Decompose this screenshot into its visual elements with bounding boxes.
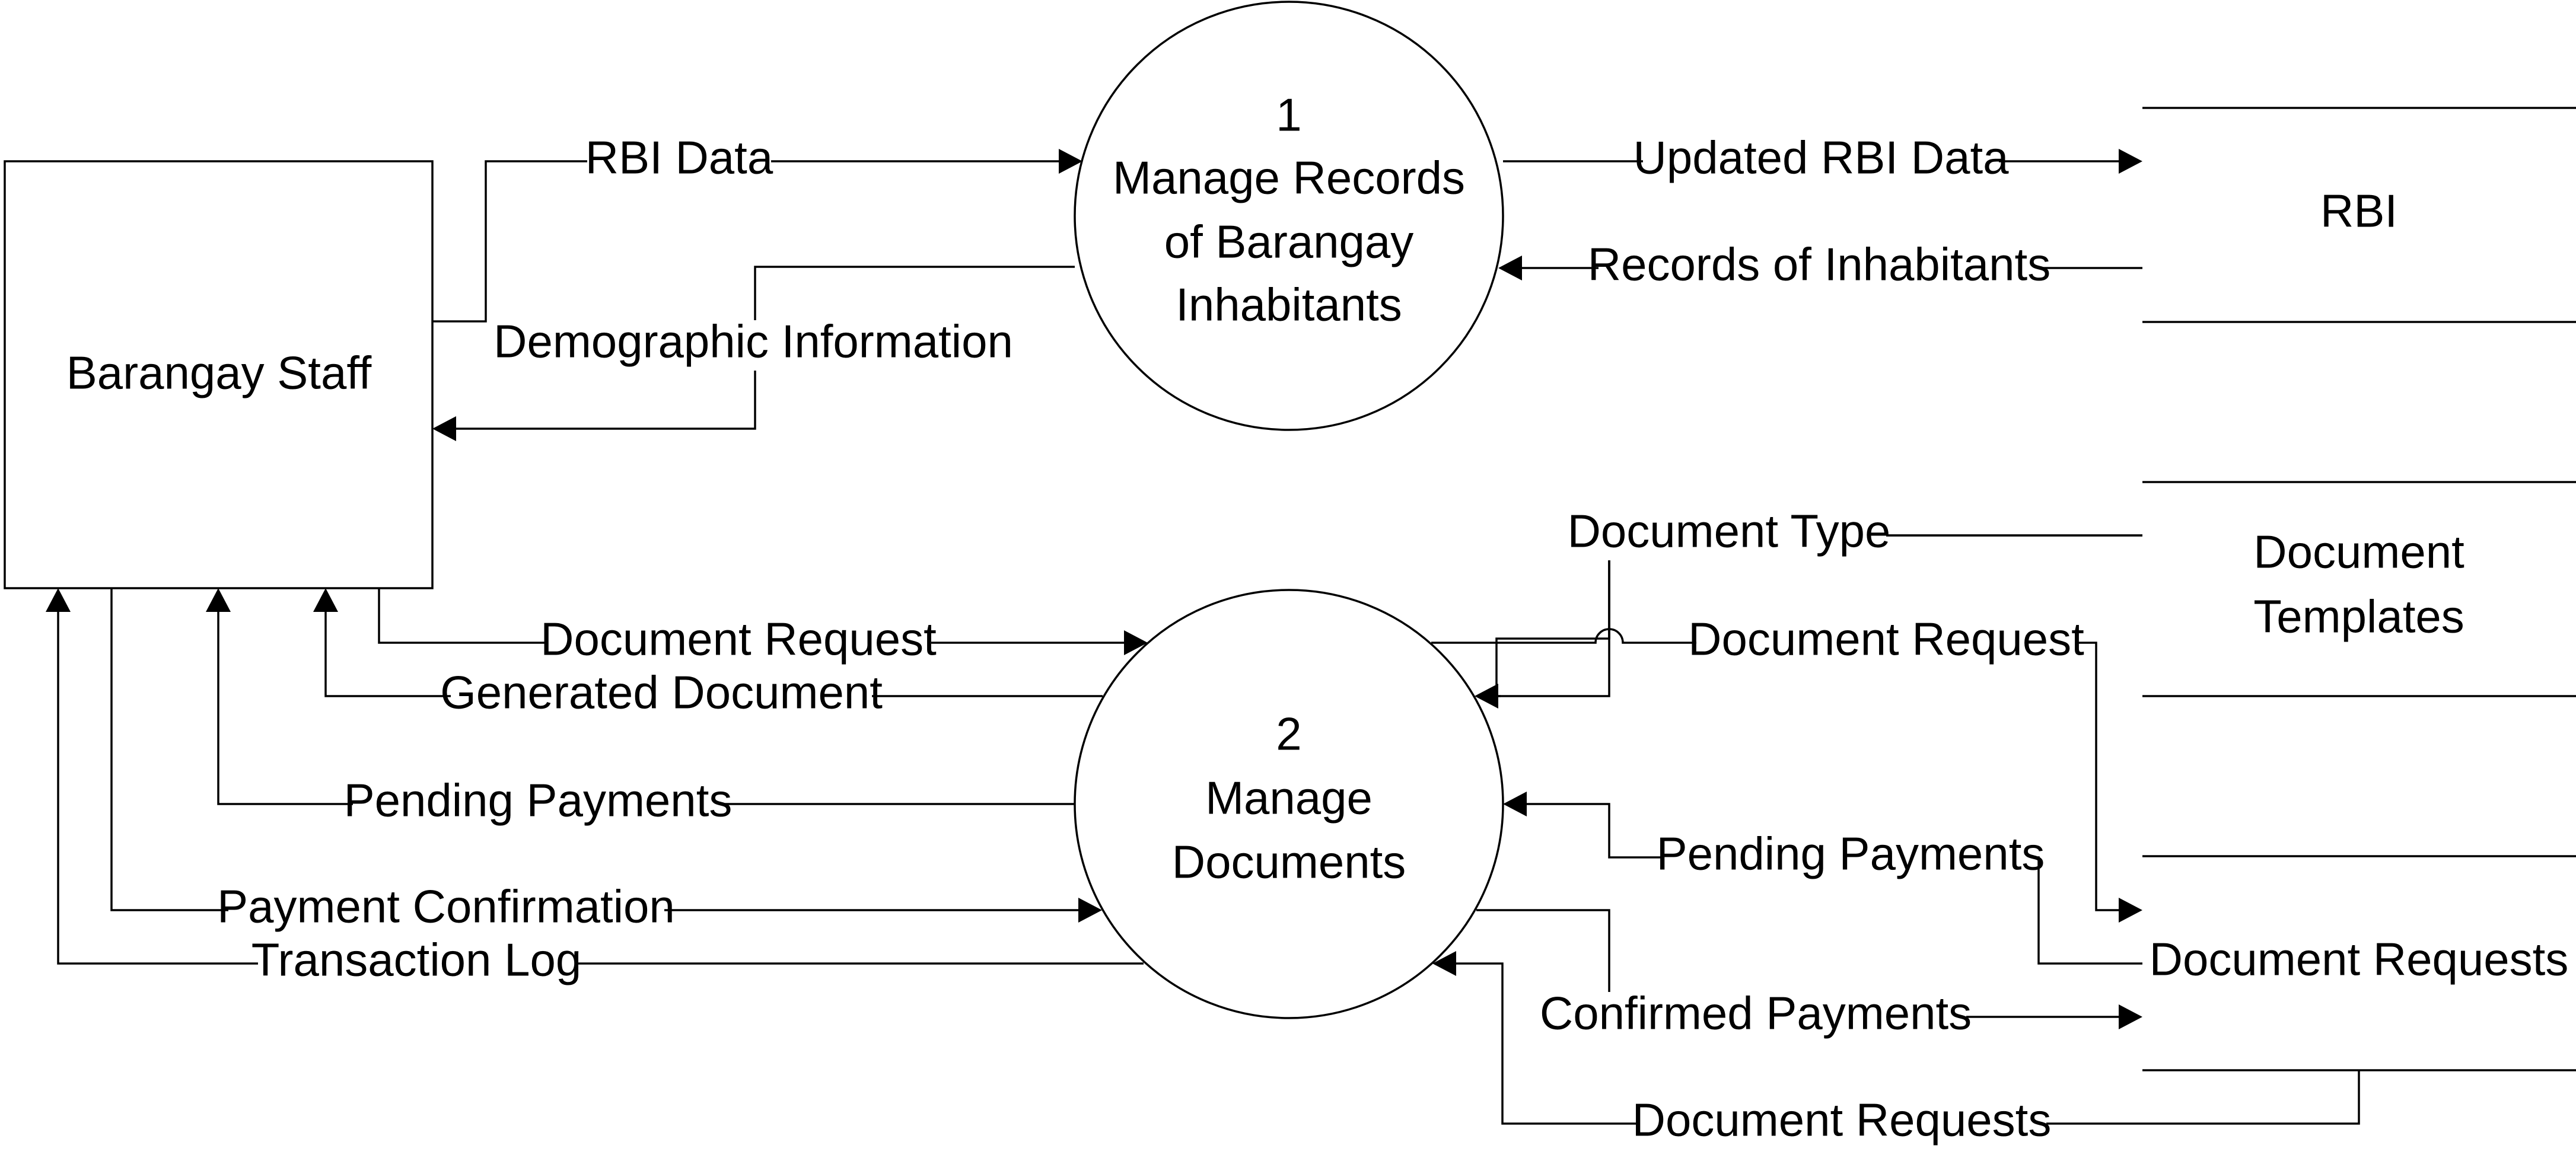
flow-document-request-to-process: Document Request	[378, 588, 1148, 665]
process-1-title-line-3: Inhabitants	[1176, 279, 1402, 331]
process-1: 1 Manage Records of Barangay Inhabitants	[1074, 1, 1504, 431]
process-2-number: 2	[1276, 708, 1301, 760]
process-2-title-line-1: Manage	[1205, 772, 1373, 824]
flow-label: Pending Payments	[344, 774, 733, 827]
data-store-document-requests-label: Document Requests	[2150, 933, 2569, 985]
flow-label: Document Request	[1688, 613, 2084, 665]
flow-label: Confirmed Payments	[1540, 987, 1972, 1039]
flow-generated-document: Generated Document	[313, 588, 1103, 719]
data-store-document-requests: Document Requests	[2142, 855, 2576, 1071]
flow-label: Pending Payments	[1657, 828, 2045, 880]
flow-label: Demographic Information	[493, 315, 1013, 368]
flow-label: Transaction Log	[251, 934, 581, 986]
data-store-document-templates: Document Templates	[2142, 481, 2576, 697]
process-1-title-line-2: of Barangay	[1164, 216, 1414, 268]
flow-records-of-inhabitants: Records of Inhabitants	[1498, 238, 2142, 291]
flow-demographic-information: Demographic Information	[432, 266, 1075, 441]
flow-pending-payments-from-store: Pending Payments	[1503, 792, 2142, 965]
flow-label: Payment Confirmation	[217, 881, 675, 933]
flow-transaction-log: Transaction Log	[46, 588, 1144, 986]
flow-label: Document Request	[540, 613, 937, 665]
data-store-rbi: RBI	[2142, 107, 2576, 323]
flow-label: RBI Data	[585, 132, 773, 184]
flow-label: Updated RBI Data	[1633, 132, 2009, 184]
flow-rbi-data: RBI Data	[432, 132, 1082, 323]
data-store-rbi-label: RBI	[2320, 185, 2397, 237]
flow-label: Generated Document	[440, 666, 883, 719]
entity-label: Barangay Staff	[66, 347, 372, 399]
data-store-document-templates-line-1: Document	[2253, 526, 2464, 578]
flow-payment-confirmation: Payment Confirmation	[110, 588, 1102, 933]
flow-confirmed-payments: Confirmed Payments	[1476, 909, 2142, 1039]
process-2: 2 Manage Documents	[1074, 589, 1504, 1019]
flow-label: Records of Inhabitants	[1588, 238, 2050, 291]
flow-label: Document Type	[1568, 505, 1891, 557]
flow-document-requests-from-store: Document Requests	[1432, 951, 2360, 1146]
flow-updated-rbi-data: Updated RBI Data	[1503, 132, 2142, 184]
flow-label: Document Requests	[1632, 1094, 2052, 1146]
data-store-document-templates-line-2: Templates	[2253, 591, 2464, 643]
entity-barangay-staff: Barangay Staff	[4, 160, 434, 589]
flow-pending-payments-to-staff: Pending Payments	[206, 588, 1075, 827]
process-2-title-line-2: Documents	[1172, 836, 1406, 888]
flow-document-request-to-store: Document Request	[1431, 613, 2142, 923]
flow-document-type: Document Type	[1475, 505, 2142, 709]
process-1-number: 1	[1276, 89, 1301, 141]
process-1-title-line-1: Manage Records	[1113, 152, 1465, 204]
